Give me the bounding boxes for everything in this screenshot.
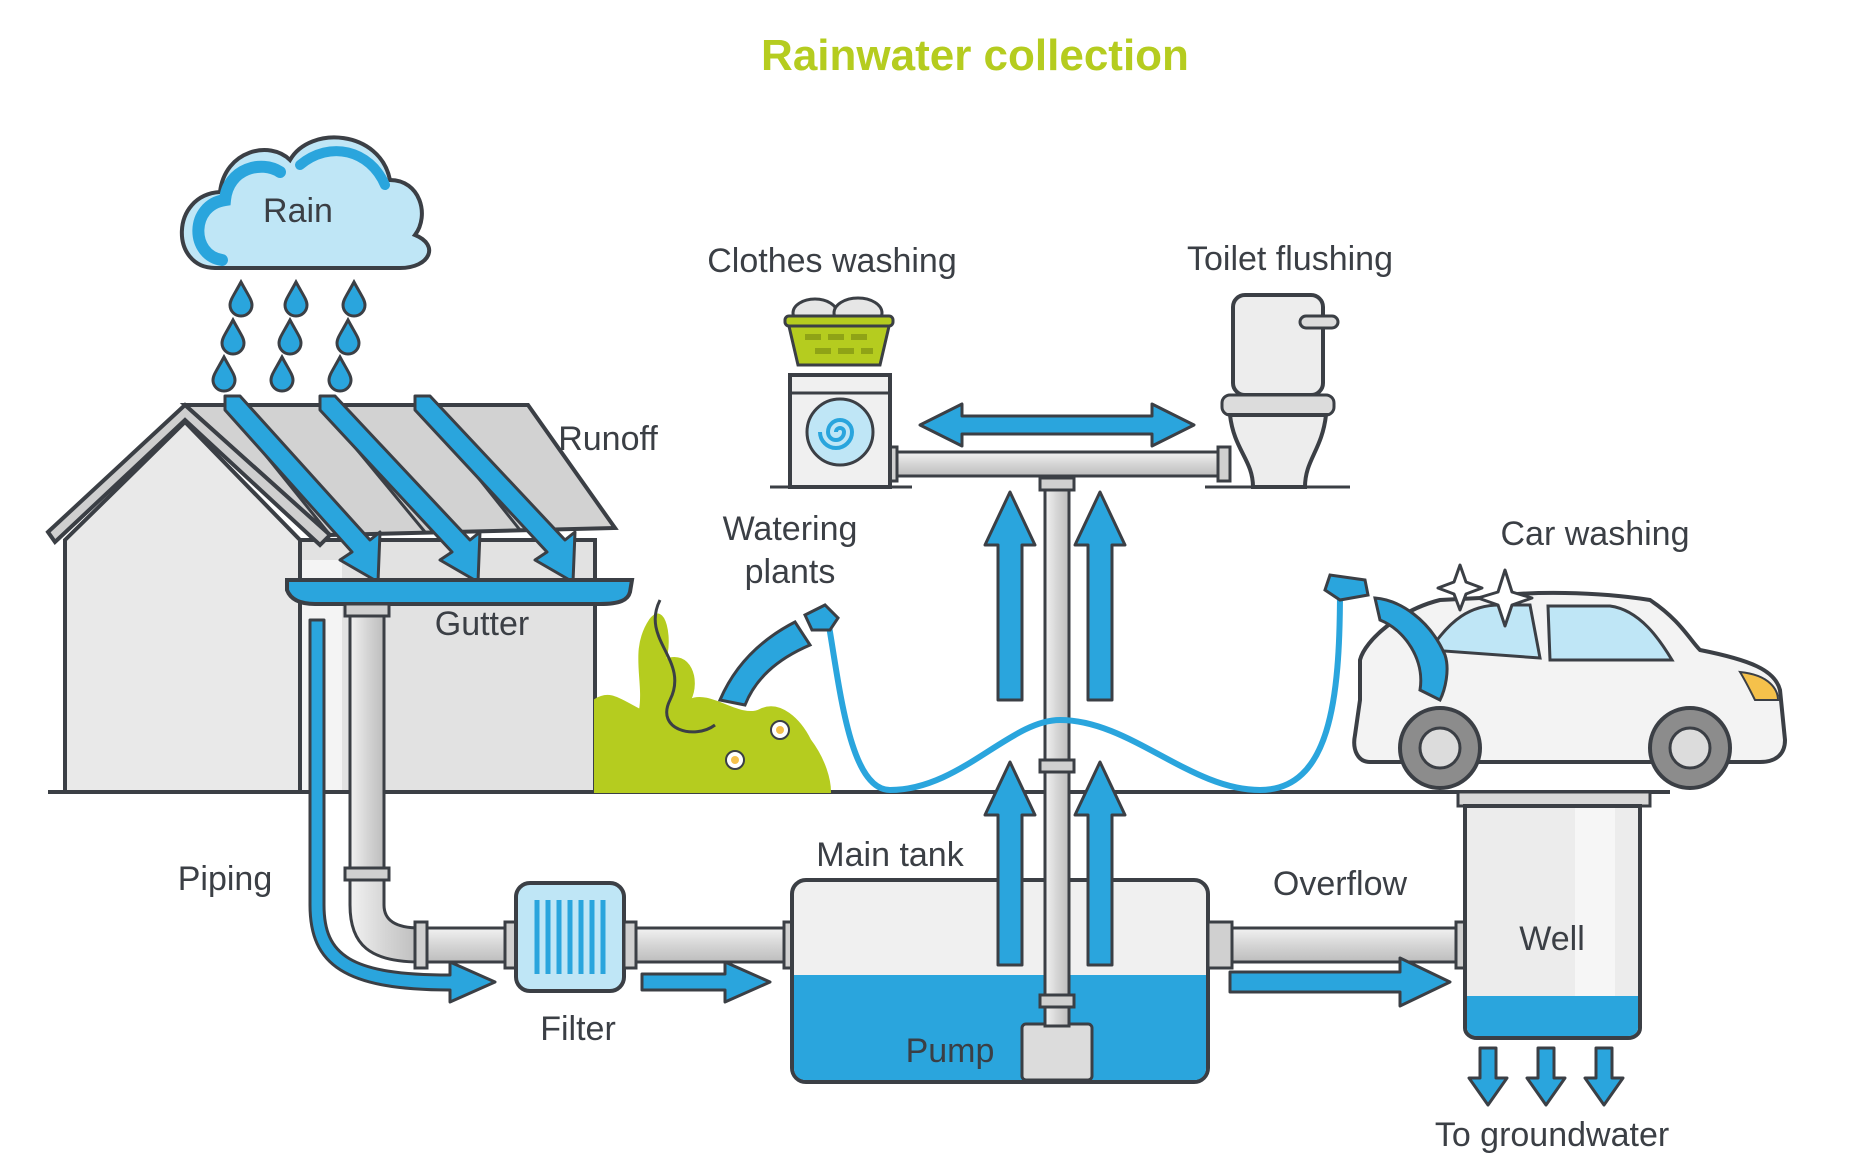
well-label: Well [1519,920,1585,958]
clothes-washing-label: Clothes washing [707,242,956,280]
arrow-icon [918,402,1196,448]
pump-label: Pump [906,1032,995,1070]
arrow-icon [1583,1046,1625,1107]
groundwater-arrows [1467,1046,1625,1107]
overflow-label: Overflow [1273,865,1408,903]
hose-icon [825,589,1343,794]
toilet-icon [1205,293,1350,489]
arrow-icon [983,760,1037,967]
car-wheels [1398,706,1732,790]
pipe-icon [1206,920,1482,970]
sparkle-icon [1436,563,1534,628]
hose-nozzle-plant [803,603,840,632]
main-tank-label: Main tank [816,836,964,874]
arrow-icon [308,618,497,1004]
watering-plants-label-2: plants [745,553,836,591]
watering-plants-label-1: Watering [723,510,858,548]
arrow-icon [1073,490,1127,702]
arrow-icon [983,490,1037,702]
raindrops [211,278,367,393]
toilet-flushing-label: Toilet flushing [1187,240,1393,278]
raindrop-icon [211,278,367,393]
arrow-icon [1073,760,1127,967]
arrow-icon [1525,1046,1567,1107]
flower-centers [731,726,784,764]
gutter-icon [285,578,635,606]
water-spray [1373,596,1449,703]
arrow-icon [640,960,772,1004]
runoff-label: Runoff [558,420,658,458]
plant-icon [594,599,832,793]
laundry-basket-icon [783,296,895,367]
gutter-label: Gutter [435,605,529,643]
well-icon [1456,790,1652,1040]
filter-label: Filter [540,1010,616,1048]
hose-nozzle-car [1323,573,1370,602]
washing-machine-icon [770,373,912,489]
to-groundwater-label: To groundwater [1435,1116,1669,1154]
pump-icon [1020,1022,1094,1082]
rain-label: Rain [263,192,333,230]
water-spray [717,620,813,707]
up-arrows [983,490,1127,967]
arrow-icon [1228,956,1452,1008]
pipe-icon [622,920,810,970]
piping-label: Piping [178,860,273,898]
car-icon [1352,590,1788,790]
arrow-icon [1467,1046,1509,1107]
car-washing-label: Car washing [1501,515,1690,553]
filter-icon [514,881,626,993]
pipe-icon [343,602,519,970]
cloud-icon [179,135,432,270]
runoff-arrows [223,394,577,584]
diagram-title: Rainwater collection [761,31,1189,80]
